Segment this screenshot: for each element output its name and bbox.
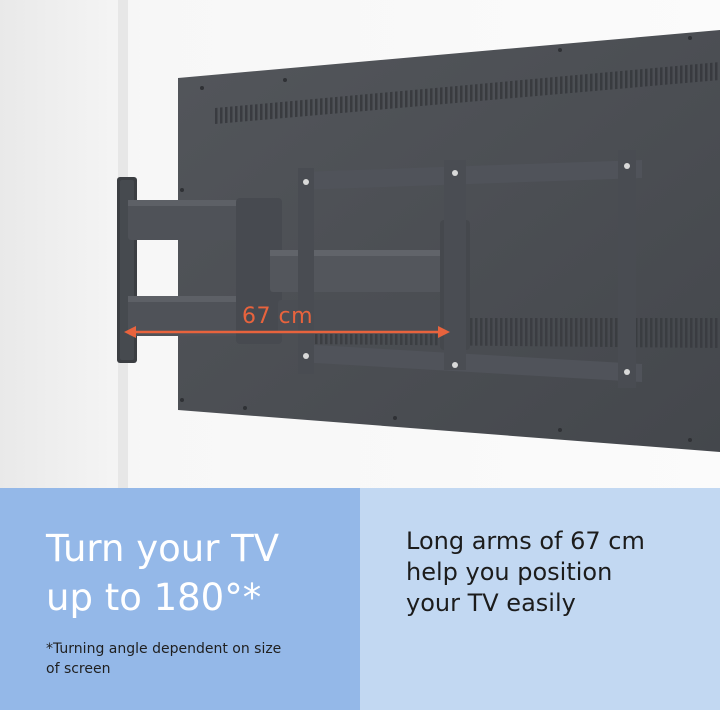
product-photo: 67 cm [0, 0, 720, 488]
bracket-upright-left [298, 168, 314, 374]
measurement-arrow [124, 326, 450, 338]
feature-line-3: your TV easily [406, 589, 576, 617]
bracket-rail-top [298, 160, 642, 190]
footnote-line-1: *Turning angle dependent on size [46, 641, 282, 657]
rotation-panel: Turn your TV up to 180°* *Turning angle … [0, 488, 360, 710]
arm-length-text: Long arms of 67 cm help you position you… [406, 526, 696, 619]
arm-lower-2 [278, 300, 448, 334]
rotation-headline: Turn your TV up to 180°* [46, 524, 346, 622]
arm-upper-2 [270, 250, 466, 292]
arm-joint [236, 198, 282, 344]
headline-line-2: up to 180°* [46, 576, 262, 619]
bracket-upright-right [618, 150, 636, 388]
bracket-screws [303, 163, 630, 375]
tv-mount-illustration [0, 0, 720, 488]
arm-length-panel: Long arms of 67 cm help you position you… [360, 488, 720, 710]
measurement-label: 67 cm [242, 304, 314, 329]
feature-line-2: help you position [406, 558, 613, 586]
bracket-rail-bottom [298, 344, 642, 382]
bracket-center-plate [444, 160, 466, 370]
footnote: *Turning angle dependent on size of scre… [46, 639, 326, 679]
tv-screws [180, 36, 692, 442]
tv-top-vent [215, 62, 720, 124]
feature-line-1: Long arms of 67 cm [406, 527, 645, 555]
headline-line-1: Turn your TV [46, 527, 280, 570]
footnote-line-2: of screen [46, 661, 111, 677]
